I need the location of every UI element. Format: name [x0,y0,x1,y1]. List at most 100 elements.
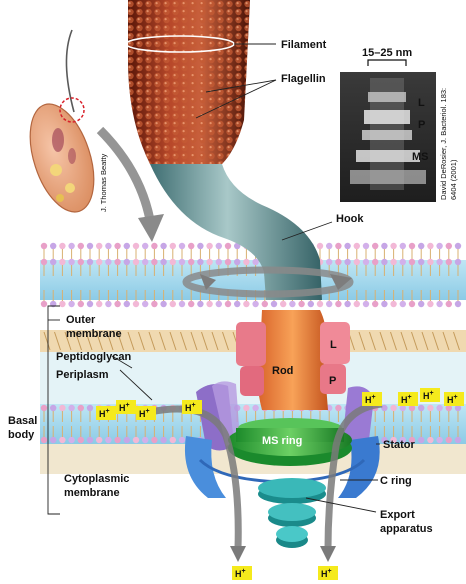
peptidoglycan-strand [390,331,397,351]
zoom-arrow [96,126,164,242]
lipid-head [68,258,75,266]
lipid-head [40,300,48,308]
lipid-head [142,300,149,308]
lipid-head [436,436,443,444]
lipid-head [188,300,195,308]
label-hook: Hook [336,213,364,225]
peptidoglycan-strand [54,331,61,351]
lipid-head [114,436,121,444]
lipid-head [252,300,259,308]
lipid-head [96,300,103,308]
lipid-head [344,258,351,266]
lipid-head [96,436,103,444]
lipid-head [408,404,416,412]
proton-label: H+ [401,394,412,405]
proton-label: H+ [99,408,110,419]
lipid-head [427,404,434,412]
lipid-head [436,300,443,308]
proton-badge [182,400,202,414]
lipid-head [408,242,416,250]
micrograph-scale: 15–25 nm [362,47,412,59]
zoom-circle [59,97,85,123]
peptidoglycan-strand [201,331,208,351]
lipid-head [206,258,213,266]
lipid-head [40,404,48,412]
proton-label: H+ [185,402,196,413]
label-cytoplasmic-2: membrane [64,487,120,499]
label-basal-body-2: body [8,429,35,441]
lipid-head [151,436,158,444]
lipid-head [234,258,241,266]
label-filament: Filament [281,39,327,51]
proton-label: H+ [235,568,246,579]
proton-badge [318,566,338,580]
cell-flagellum [65,29,75,113]
lipid-head [169,258,176,266]
lipid-head [151,258,158,266]
hook [150,164,322,300]
rotation-arrows [182,266,354,298]
lipid-head [445,242,452,250]
label-p-ring: P [329,375,336,387]
lipid-head [178,300,186,308]
label-basal-body-1: Basal [8,415,37,427]
lipid-head [243,300,250,308]
lipid-head [418,242,425,250]
lipid-head [454,436,462,444]
proton-badge [398,392,418,406]
lipid-head [77,404,85,412]
lipid-head [408,258,416,266]
lipid-head [326,242,333,250]
lipid-head [234,300,241,308]
lipid-head [372,258,379,266]
lipid-head [298,300,305,308]
lipid-head [344,242,351,250]
lipid-head [142,436,149,444]
p-ring-left [240,366,264,396]
proton-label: H+ [139,408,150,419]
label-rod: Rod [272,365,293,377]
lipid-head [234,242,241,250]
p-ring [320,364,346,394]
lipid-head [335,300,342,308]
lipid-head [445,258,452,266]
ms-ring [228,418,352,466]
lipid-head [335,242,342,250]
bacterium-cell [29,29,95,213]
lipid-head [436,258,443,266]
label-outer-membrane-2: membrane [66,328,122,340]
peptidoglycan-strand [442,331,450,351]
lipid-head [178,258,186,266]
lipid-head [454,242,462,250]
lipid-head [436,242,443,250]
proton-label: H+ [447,394,458,405]
lipid-head [335,404,342,412]
peptidoglycan-strand [106,331,114,351]
proton-label: H+ [321,568,332,579]
lipid-head [215,242,222,250]
lipid-head [390,404,397,412]
lipid-head [197,300,204,308]
micrograph-p: P [418,119,425,131]
proton-badge [136,406,156,420]
lipid-head [169,242,176,250]
peptidoglycan-strand [117,331,124,351]
label-ms-ring: MS ring [262,435,302,447]
lipid-head [77,242,85,250]
lipid-head [436,404,443,412]
lipid-head [408,436,416,444]
proton-badges: H+H+H+H+H+H+H+H+H+H+ [96,388,464,580]
peptidoglycan-strand [148,331,156,351]
lipid-head [105,436,112,444]
lipid-head [252,404,259,412]
lipid-head [362,258,370,266]
lipid-head [188,258,195,266]
peptidoglycan-strand [421,331,429,351]
lipid-head [381,300,388,308]
lipid-head [151,242,158,250]
lipid-head [454,404,462,412]
peptidoglycan-strand [379,331,387,351]
scale-bracket [367,59,407,66]
proton-label: H+ [119,402,130,413]
